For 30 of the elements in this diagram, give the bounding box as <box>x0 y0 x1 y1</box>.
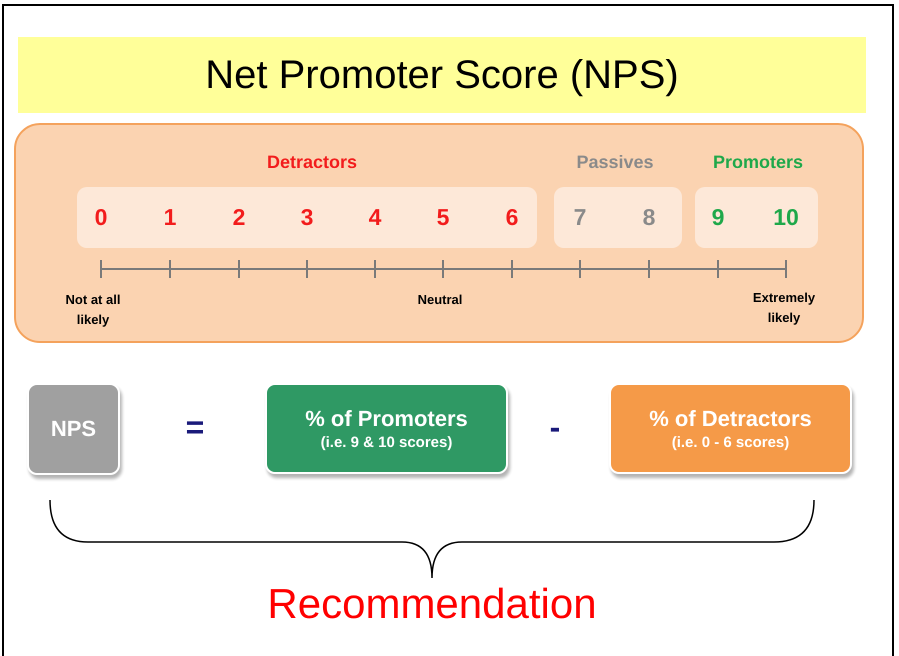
formula-box <box>265 383 508 474</box>
scale-label: Neutral <box>418 291 462 309</box>
scale-label: Not at all likely <box>64 291 122 329</box>
title-band: Net Promoter Score (NPS) <box>18 37 866 113</box>
score-number: 4 <box>368 203 382 232</box>
score-number: 0 <box>94 203 108 232</box>
score-number: 6 <box>506 203 518 232</box>
minus-sign: - <box>550 408 560 447</box>
scale-panel <box>14 123 864 343</box>
score-number: 1 <box>164 203 176 232</box>
score-number: 7 <box>574 203 586 232</box>
score-number: 9 <box>712 203 724 232</box>
formula-term: % of Detractors <box>649 404 812 432</box>
formula-box <box>609 383 852 474</box>
score-number: 3 <box>300 203 314 232</box>
caption-text: Recommendation <box>267 579 597 629</box>
formula-note: (i.e. 9 & 10 scores) <box>320 432 452 452</box>
formula-term: % of Promoters <box>305 404 468 432</box>
equals-sign: = <box>186 408 204 447</box>
group-heading: Passives <box>576 151 654 174</box>
score-number: 10 <box>773 203 799 232</box>
group-heading: Detractors <box>266 151 358 174</box>
formula-term: NPS <box>50 415 96 443</box>
formula-note: (i.e. 0 - 6 scores) <box>672 432 790 452</box>
group-heading: Promoters <box>712 151 804 174</box>
score-number: 2 <box>232 203 246 232</box>
score-number: 5 <box>436 203 450 232</box>
formula-box <box>27 383 120 475</box>
score-number: 8 <box>642 203 656 232</box>
scale-label: Extremely likely <box>752 289 816 327</box>
